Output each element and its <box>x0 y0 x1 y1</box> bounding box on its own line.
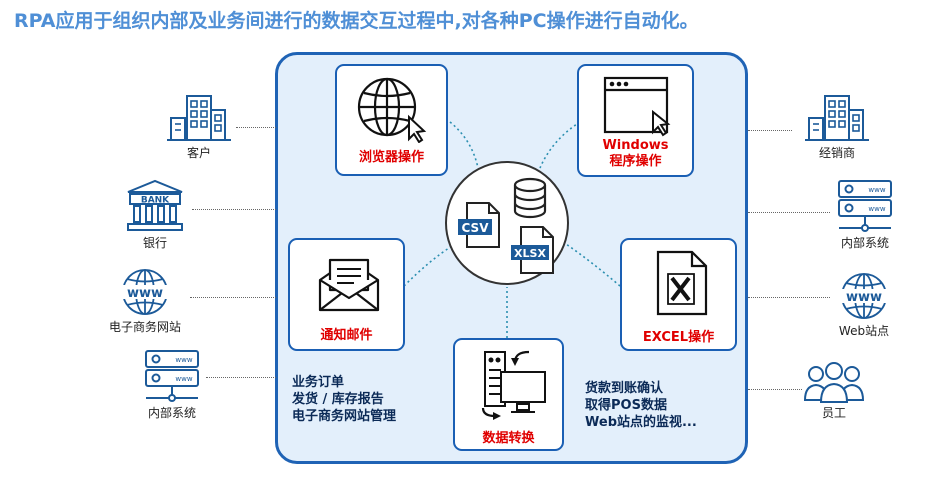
building-icon <box>167 95 231 141</box>
connector-mail <box>403 245 453 287</box>
note-right-3: Web站点的监视... <box>585 415 697 430</box>
entity-customer: 客户 <box>162 92 236 161</box>
data-convert-icon <box>481 350 546 420</box>
www-text-right: www <box>846 290 882 305</box>
link-website <box>748 297 830 298</box>
link-ecommerce <box>190 297 276 298</box>
window-cursor-icon <box>603 76 671 137</box>
entity-staff-label: 员工 <box>821 406 846 420</box>
note-right-1: 货款到账确认 <box>585 381 664 396</box>
page-title: RPA应用于组织内部及业务间进行的数据交互过程中,对各种PC操作进行自动化。 <box>14 10 699 32</box>
windows-card: Windows 程序操作 <box>577 64 694 177</box>
globe-cursor-icon <box>357 77 427 143</box>
www-text-left: www <box>127 286 163 301</box>
www-globe-icon-right: www <box>835 273 893 319</box>
bank-icon: BANK <box>127 179 183 231</box>
entity-internal-left-label: 内部系统 <box>147 406 196 420</box>
convert-card: 数据转换 <box>453 338 564 451</box>
link-customer <box>236 127 276 128</box>
note-right-2: 取得POS数据 <box>585 398 667 413</box>
entity-internal-left: www www 内部系统 <box>138 348 206 421</box>
envelope-icon <box>318 258 380 312</box>
entity-internal-right-label: 内部系统 <box>840 236 889 250</box>
csv-file-icon: CSV <box>458 202 500 248</box>
entity-ecommerce-label: 电子商务网站 <box>108 320 181 334</box>
data-hub: CSV XLSX <box>445 161 569 285</box>
entity-website-label: Web站点 <box>838 324 890 338</box>
entity-bank: BANK 银行 <box>120 178 190 251</box>
xlsx-file-icon: XLSX <box>511 226 554 274</box>
entity-website: www Web站点 <box>826 270 902 339</box>
notes-left: 业务订单 发货 / 库存报告 电子商务网站管理 <box>292 374 396 425</box>
connector-windows <box>539 121 581 169</box>
note-left-3: 电子商务网站管理 <box>292 409 397 424</box>
server-icon-right: www www <box>838 180 892 232</box>
server-icon: www www <box>145 350 199 402</box>
www-globe-icon: www <box>116 269 174 315</box>
entity-staff: 员工 <box>800 360 868 421</box>
www-text-server-left-1: www <box>175 356 192 364</box>
notes-right: 货款到账确认 取得POS数据 Web站点的监视... <box>585 380 697 431</box>
note-left-1: 业务订单 <box>292 375 345 390</box>
www-text-server-right-1: www <box>868 186 885 194</box>
link-internal-right <box>748 212 830 213</box>
link-staff <box>748 389 802 390</box>
xlsx-text: XLSX <box>514 247 546 260</box>
entity-bank-label: 银行 <box>142 236 167 250</box>
link-internal-left <box>206 377 276 378</box>
bank-sign-text: BANK <box>141 196 170 206</box>
link-bank <box>192 209 276 210</box>
entity-dealer: 经销商 <box>800 92 874 161</box>
link-dealer <box>748 130 792 131</box>
excel-card-label: EXCEL操作 <box>642 330 715 345</box>
people-group-icon <box>803 362 865 403</box>
www-text-server-right-2: www <box>868 205 885 213</box>
entity-customer-label: 客户 <box>186 146 211 160</box>
mail-card-label: 通知邮件 <box>320 328 373 343</box>
windows-card-label-line1: Windows <box>602 138 669 153</box>
excel-file-icon <box>656 250 708 316</box>
entity-dealer-label: 经销商 <box>818 146 855 160</box>
database-icon <box>513 177 547 219</box>
entity-internal-right: www www 内部系统 <box>830 178 900 251</box>
entity-ecommerce: www 电子商务网站 <box>100 266 190 335</box>
browser-card-label: 浏览器操作 <box>358 150 424 165</box>
windows-card-label-line2: 程序操作 <box>609 154 662 169</box>
mail-card: 通知邮件 <box>288 238 405 351</box>
csv-text: CSV <box>462 221 490 235</box>
excel-card: EXCEL操作 <box>620 238 737 351</box>
www-text-server-left-2: www <box>175 375 192 383</box>
convert-card-label: 数据转换 <box>482 431 535 446</box>
browser-card: 浏览器操作 <box>335 64 448 176</box>
connector-browser <box>449 121 479 169</box>
connector-excel <box>565 243 621 287</box>
building-icon-right <box>805 95 869 141</box>
note-left-2: 发货 / 库存报告 <box>292 392 384 407</box>
